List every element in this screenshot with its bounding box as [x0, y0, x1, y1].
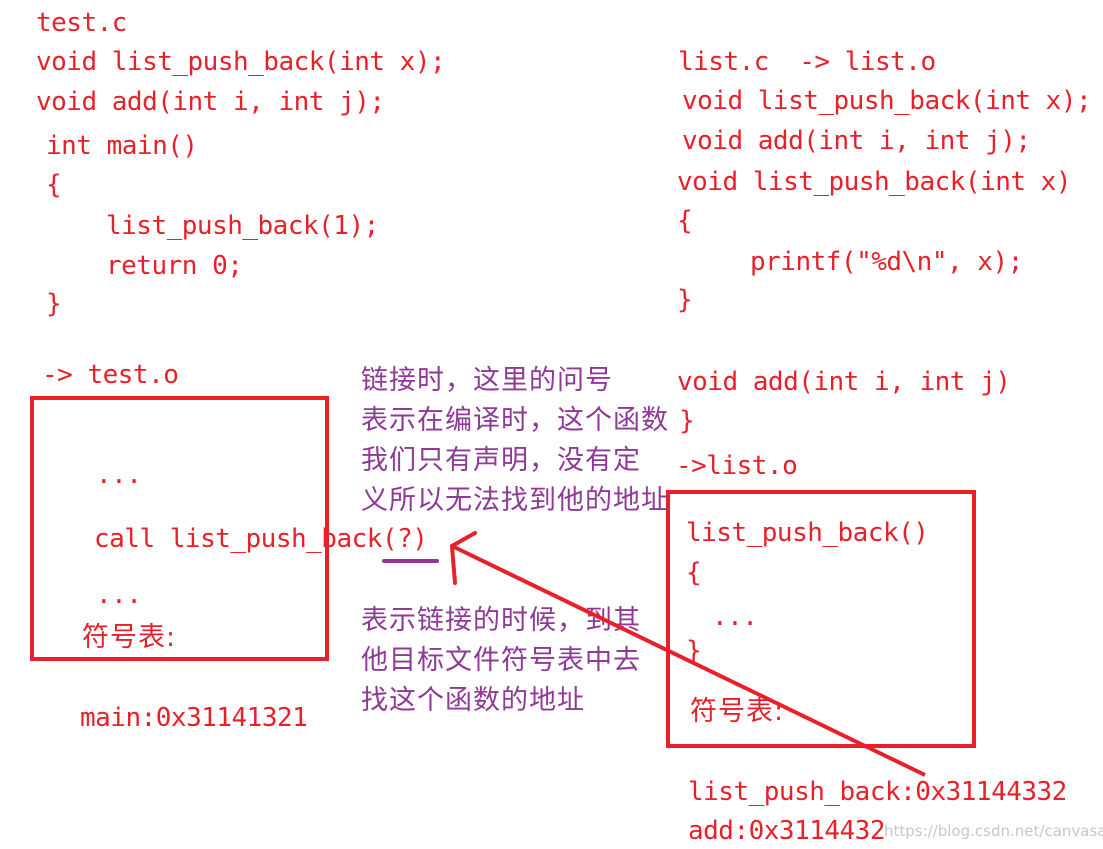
test-o-box [30, 396, 329, 661]
list-o-symtab-label: 符号表: [690, 696, 785, 727]
list-o-symbol-list-push-back: list_push_back:0x31144332 [688, 777, 1067, 807]
test-o-dots-bottom: ... [96, 580, 142, 610]
list-c-add-close-brace: } [679, 406, 695, 436]
link-arrow-head-upper [450, 531, 477, 548]
note-linking-line2: 他目标文件符号表中去 [361, 645, 641, 676]
list-o-func: list_push_back() [686, 518, 929, 548]
test-o-dots-top: ... [96, 460, 142, 490]
list-o-box [666, 490, 976, 748]
list-c-def-signature: void list_push_back(int x) [677, 167, 1072, 197]
list-c-printf: printf("%d\n", x); [750, 247, 1023, 277]
note-linking-line3: 找这个函数的地址 [361, 685, 585, 716]
list-c-open-brace: { [677, 206, 693, 236]
test-c-close-brace: } [46, 289, 62, 319]
list-c-close-brace: } [677, 285, 693, 315]
test-c-return-statement: return 0; [106, 251, 243, 281]
list-o-label: ->list.o [676, 451, 798, 481]
test-o-call-line: call list_push_back(?) [94, 524, 428, 554]
list-o-open-brace: { [686, 558, 702, 588]
note-question-mark-line4: 义所以无法找到他的地址 [361, 485, 669, 516]
list-c-header: list.c -> list.o [678, 47, 936, 77]
test-c-filename: test.c [36, 8, 127, 38]
note-question-mark-line3: 我们只有声明，没有定 [361, 445, 641, 476]
list-c-decl-add: void add(int i, int j); [682, 126, 1031, 156]
test-c-decl-list-push-back: void list_push_back(int x); [36, 47, 446, 77]
test-o-symbol-main: main:0x31141321 [80, 703, 308, 733]
watermark: https://blog.csdn.net/canvasa [884, 822, 1103, 840]
test-c-decl-add: void add(int i, int j); [36, 87, 385, 117]
list-c-add-signature: void add(int i, int j) [677, 367, 1011, 397]
test-o-symtab-label: 符号表: [82, 622, 177, 653]
note-linking-line1: 表示链接的时候，到其 [361, 605, 641, 636]
list-o-dots: ... [712, 602, 758, 632]
test-c-call-statement: list_push_back(1); [106, 211, 379, 241]
link-arrow-head-lower [450, 544, 457, 585]
link-arrow-shaft [451, 544, 926, 777]
test-o-label: -> test.o [42, 360, 179, 390]
list-o-symbol-add: add:0x3114432 [688, 816, 886, 846]
list-c-decl-list-push-back: void list_push_back(int x); [682, 86, 1092, 116]
list-o-close-brace: } [686, 636, 702, 666]
test-c-open-brace: { [46, 170, 62, 200]
test-c-main-signature: int main() [46, 131, 198, 161]
note-question-mark-line2: 表示在编译时，这个函数 [361, 405, 669, 436]
note-question-mark-line1: 链接时，这里的问号 [361, 365, 613, 396]
